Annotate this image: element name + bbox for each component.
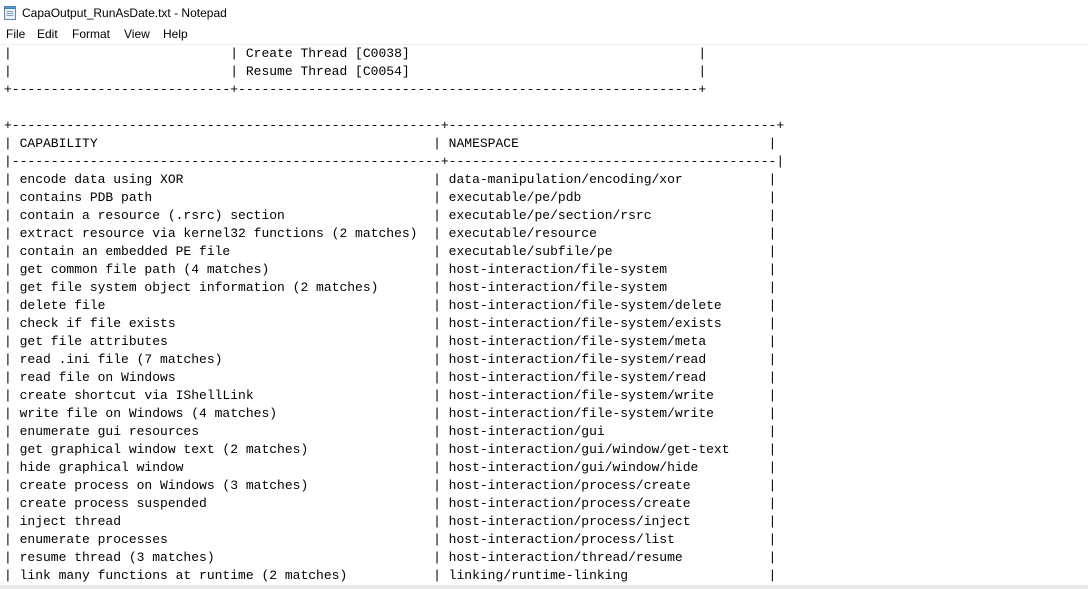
text-line: | create process on Windows (3 matches) … xyxy=(4,478,777,493)
text-line: | | Resume Thread [C0054] | xyxy=(4,64,707,79)
text-line: | extract resource via kernel32 function… xyxy=(4,226,777,241)
menu-bar: File Edit Format View Help xyxy=(0,26,1088,45)
text-line: +---------------------------------------… xyxy=(4,118,785,133)
text-line: | contain an embedded PE file | executab… xyxy=(4,244,777,259)
text-line: | hide graphical window | host-interacti… xyxy=(4,460,777,475)
text-line: | check if file exists | host-interactio… xyxy=(4,316,777,331)
text-line: | get file system object information (2 … xyxy=(4,280,777,295)
text-line: | enumerate processes | host-interaction… xyxy=(4,532,777,547)
horizontal-scrollbar[interactable] xyxy=(0,585,1088,589)
text-line: +----------------------------+----------… xyxy=(4,82,707,97)
document-text[interactable]: | | Create Thread [C0038] | | | Resume T… xyxy=(4,45,784,585)
text-line: | inject thread | host-interaction/proce… xyxy=(4,514,777,529)
text-line: |---------------------------------------… xyxy=(4,154,785,169)
text-line: | CAPABILITY | NAMESPACE | xyxy=(4,136,777,151)
text-line: | create shortcut via IShellLink | host-… xyxy=(4,388,777,403)
text-line: | delete file | host-interaction/file-sy… xyxy=(4,298,777,313)
text-line: | | Create Thread [C0038] | xyxy=(4,46,707,61)
menu-file[interactable]: File xyxy=(6,27,26,41)
text-line: | get file attributes | host-interaction… xyxy=(4,334,777,349)
text-line: | encode data using XOR | data-manipulat… xyxy=(4,172,777,187)
window-title: CapaOutput_RunAsDate.txt - Notepad xyxy=(22,6,227,20)
text-line: | contain a resource (.rsrc) section | e… xyxy=(4,208,777,223)
text-line: | create process suspended | host-intera… xyxy=(4,496,777,511)
text-line: | write file on Windows (4 matches) | ho… xyxy=(4,406,777,421)
menu-help[interactable]: Help xyxy=(163,27,188,41)
text-line: | read .ini file (7 matches) | host-inte… xyxy=(4,352,777,367)
text-line: | contains PDB path | executable/pe/pdb … xyxy=(4,190,777,205)
text-editor[interactable]: | | Create Thread [C0038] | | | Resume T… xyxy=(0,45,1088,585)
menu-format[interactable]: Format xyxy=(72,27,111,41)
text-line: | link many functions at runtime (2 matc… xyxy=(4,568,777,583)
text-line: | enumerate gui resources | host-interac… xyxy=(4,424,777,439)
title-bar: CapaOutput_RunAsDate.txt - Notepad xyxy=(0,0,1088,26)
text-line: | get graphical window text (2 matches) … xyxy=(4,442,777,457)
menu-edit[interactable]: Edit xyxy=(37,27,58,41)
text-line: | read file on Windows | host-interactio… xyxy=(4,370,777,385)
text-line: | get common file path (4 matches) | hos… xyxy=(4,262,777,277)
menu-view[interactable]: View xyxy=(124,27,150,41)
text-line: | resume thread (3 matches) | host-inter… xyxy=(4,550,777,565)
notepad-icon xyxy=(4,6,16,20)
